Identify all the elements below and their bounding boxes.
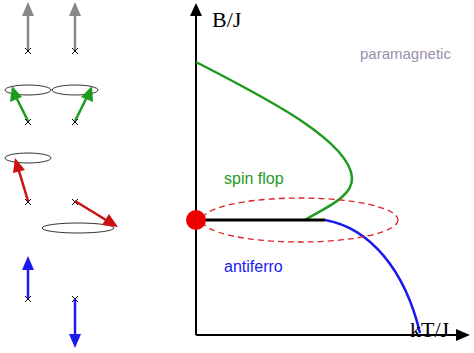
spin-flop-boundary <box>196 62 352 220</box>
region-label: paramagnetic <box>360 46 451 63</box>
region-label: spin flop <box>224 170 284 188</box>
bicritical-point <box>186 210 206 230</box>
axis-label: kT/J <box>410 318 449 342</box>
axis-label: B/J <box>212 8 241 32</box>
spin-icons <box>5 2 118 348</box>
antiferro-boundary <box>325 220 420 333</box>
axis-head <box>190 3 202 16</box>
region-label: antiferro <box>224 258 283 276</box>
spin-flop-line <box>196 219 325 222</box>
b-axis <box>195 12 197 335</box>
axis-head <box>456 329 470 341</box>
highlight-ellipse <box>202 198 398 242</box>
